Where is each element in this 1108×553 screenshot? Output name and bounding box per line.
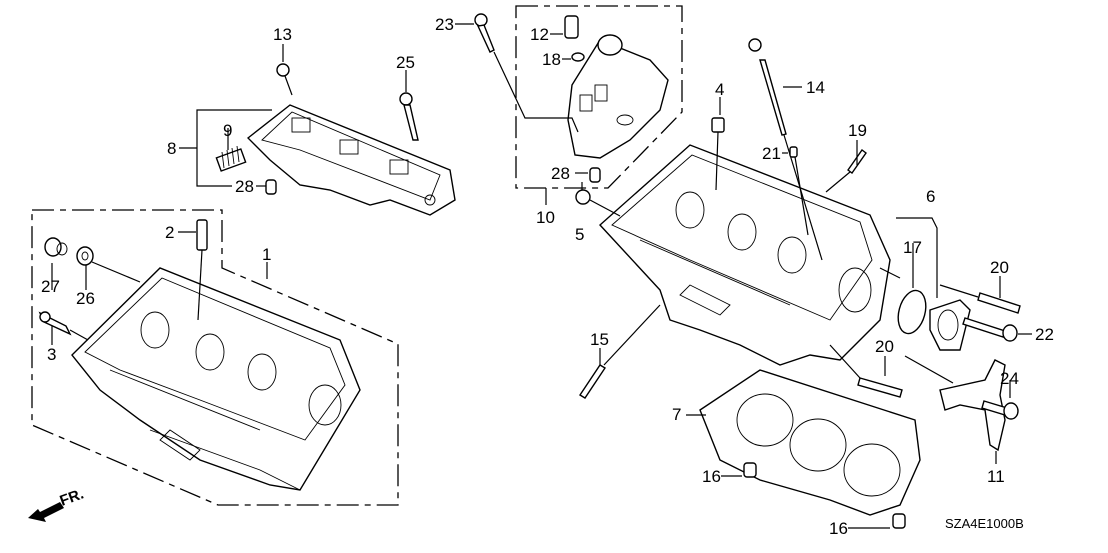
callout-21[interactable]: 21 [762,144,781,163]
bolt-13[interactable] [276,63,293,96]
callout-19[interactable]: 19 [848,121,867,140]
front-direction-label: FR. [58,486,87,510]
callout-11[interactable]: 11 [987,467,1005,486]
dowel-3[interactable] [38,311,72,336]
bracket-8 [179,109,272,187]
dowel-21[interactable] [789,146,798,158]
cylinder-head-right[interactable] [599,144,891,366]
bolt-14[interactable] [748,38,787,136]
leader-2 [197,249,203,321]
callout-27[interactable]: 27 [41,277,60,296]
callout-18[interactable]: 18 [542,50,561,69]
leader-20-upper [939,284,979,298]
seal-26[interactable] [76,246,94,266]
leader-23 [493,51,579,133]
assembly-10-boundary [515,5,683,189]
callout-20-upper[interactable]: 20 [990,258,1009,277]
callout-25[interactable]: 25 [396,53,415,72]
bolt-22[interactable] [962,317,1018,342]
callout-17[interactable]: 17 [903,238,922,257]
assembly-1-boundary [31,209,399,506]
front-direction-arrow [28,502,64,522]
callout-8[interactable]: 8 [167,139,176,158]
callout-3[interactable]: 3 [47,345,56,364]
callout-28-right[interactable]: 28 [551,164,570,183]
callout-6[interactable]: 6 [926,187,935,206]
leader-20-lower-a [829,344,861,379]
bracket-11[interactable] [939,359,1006,452]
callout-24[interactable]: 24 [1000,369,1019,388]
stud-20-lower[interactable] [857,377,903,398]
plug-5[interactable] [575,189,591,205]
spring-9[interactable] [215,145,247,172]
o-ring-18[interactable] [571,52,585,62]
leader-4 [715,131,719,191]
callout-1[interactable]: 1 [262,245,271,264]
sensor-12[interactable] [564,15,579,39]
callout-15[interactable]: 15 [590,330,609,349]
stud-20-upper[interactable] [977,292,1021,314]
bolt-24[interactable] [981,400,1019,420]
o-ring-17[interactable] [894,287,931,336]
callout-16-upper[interactable]: 16 [702,467,721,486]
guide-2[interactable] [196,219,208,251]
bolt-23[interactable] [474,13,495,53]
plug-4[interactable] [711,117,725,133]
callout-28-left[interactable]: 28 [235,177,254,196]
leader-3 [69,329,89,341]
callout-16-lower[interactable]: 16 [829,519,848,538]
callout-14[interactable]: 14 [806,78,825,97]
leader-5 [589,199,621,217]
callout-22[interactable]: 22 [1035,325,1054,344]
callout-12[interactable]: 12 [530,25,549,44]
leader-17 [879,267,901,279]
callout-20-lower[interactable]: 20 [875,337,894,356]
callout-7[interactable]: 7 [672,405,681,424]
callout-26[interactable]: 26 [76,289,95,308]
cylinder-head-left[interactable] [71,267,361,491]
callout-4[interactable]: 4 [715,80,724,99]
leader-26 [91,261,141,283]
diagram-code: SZA4E1000B [945,516,1024,531]
head-gasket-7[interactable] [699,369,921,516]
spool-valve-assembly[interactable] [567,34,669,159]
callout-10[interactable]: 10 [536,208,555,227]
sensor-15[interactable] [579,364,606,399]
plug-27[interactable] [44,237,68,257]
leader-20-lower-b [904,355,954,384]
leader-15 [603,304,661,366]
dowel-pin-28-right[interactable] [589,167,601,183]
callout-5[interactable]: 5 [575,225,584,244]
callout-9[interactable]: 9 [223,121,232,140]
callout-13[interactable]: 13 [273,25,292,44]
leader-21 [794,156,809,236]
cover-6[interactable] [929,299,971,351]
camshaft-holder-assembly[interactable] [246,104,456,216]
dowel-16-lower[interactable] [892,513,906,529]
bolt-25[interactable] [399,92,419,141]
callout-2[interactable]: 2 [165,223,174,242]
callout-23[interactable]: 23 [435,15,454,34]
dowel-16-upper[interactable] [743,462,757,478]
dowel-pin-28-left[interactable] [265,179,277,195]
leader-19 [825,171,851,193]
bracket-6 [896,217,938,298]
